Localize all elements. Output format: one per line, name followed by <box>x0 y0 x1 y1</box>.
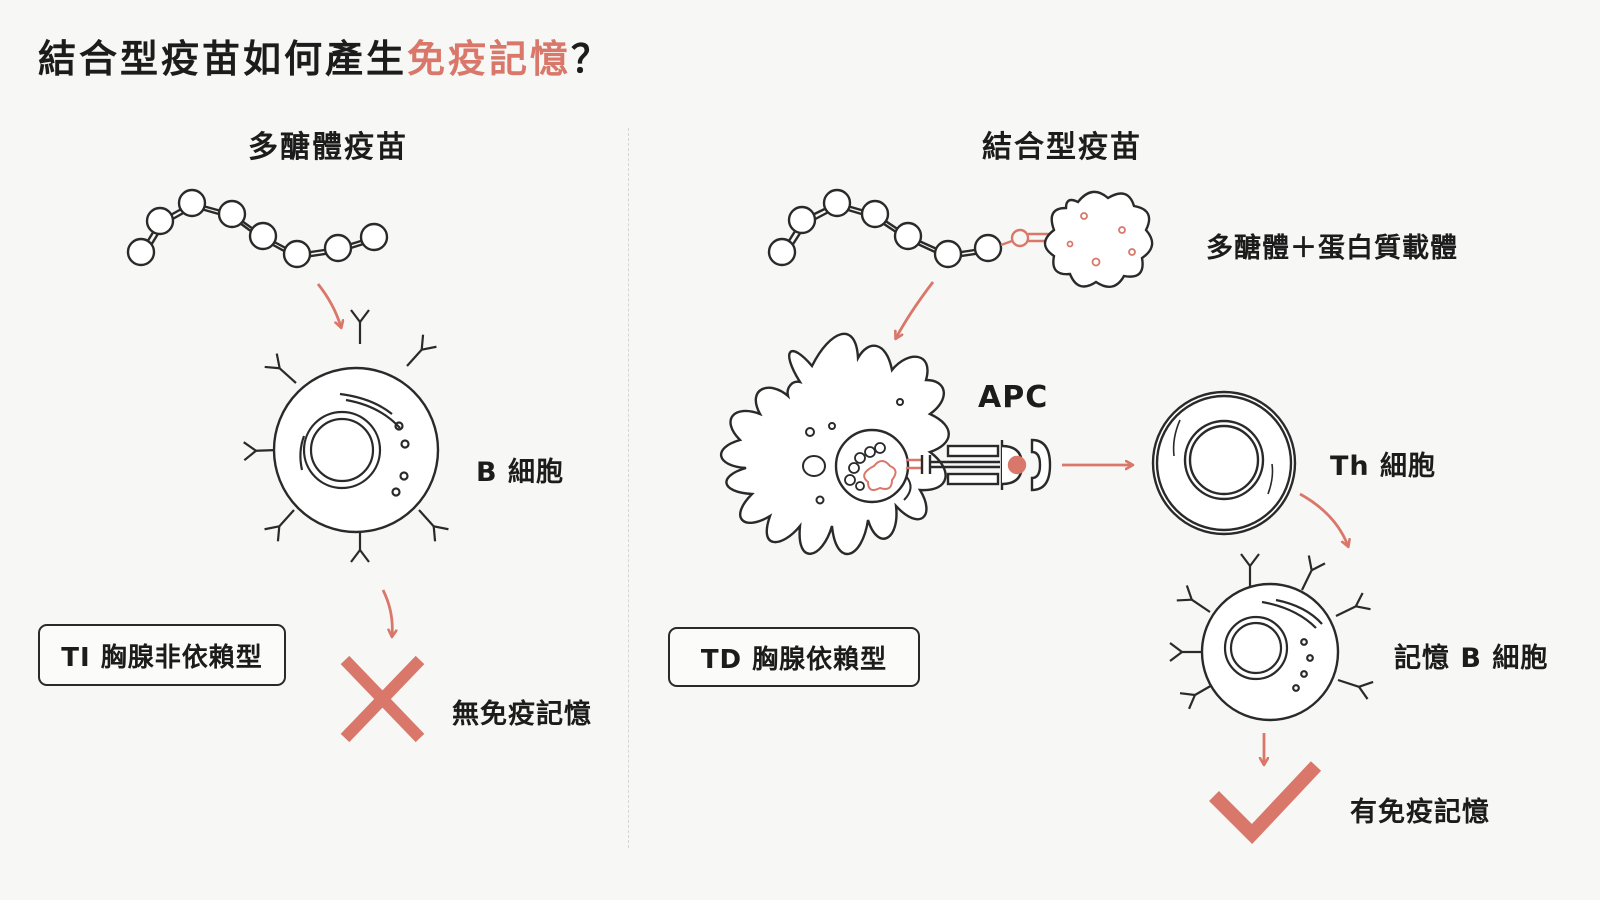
th-cell-icon <box>1151 390 1297 536</box>
right-result-label: 有免疫記憶 <box>1350 797 1490 828</box>
title-suffix: ？ <box>571 37 613 81</box>
title-highlight: 免疫記憶 <box>407 37 572 81</box>
ti-type-label: TI 胸腺非依賴型 <box>61 642 263 673</box>
title-main: 結合型疫苗如何產生 <box>38 37 408 81</box>
protein-carrier-icon <box>1043 190 1154 288</box>
memory-b-cell-icon <box>1168 552 1375 722</box>
mhc-tcr-complex-icon <box>906 438 1052 492</box>
conjugate-label: 多醣體＋蛋白質載體 <box>1206 233 1458 264</box>
arrow-th-to-memory <box>1299 492 1348 546</box>
cross-icon <box>340 655 425 743</box>
arrow-chain-to-bcell <box>316 283 341 327</box>
arrow-conjugate-to-apc <box>896 281 935 338</box>
td-type-box: TD 胸腺依賴型 <box>668 627 920 687</box>
b-cell-label: B 細胞 <box>476 457 564 488</box>
b-cell-icon <box>242 308 450 564</box>
panel-divider <box>628 128 629 848</box>
apc-label: APC <box>978 380 1049 415</box>
check-icon <box>1209 761 1322 845</box>
td-type-label: TD 胸腺依賴型 <box>700 644 888 675</box>
arrow-bcell-to-result <box>381 589 392 636</box>
th-cell-label: Th 細胞 <box>1330 451 1437 482</box>
apc-dendritic-cell-icon <box>719 332 950 556</box>
polysaccharide-chain-right <box>767 188 1003 269</box>
left-result-label: 無免疫記憶 <box>452 699 592 730</box>
page-title: 結合型疫苗如何產生免疫記憶？ <box>38 28 612 83</box>
polysaccharide-chain-left <box>126 188 389 269</box>
memory-b-cell-label: 記憶 B 細胞 <box>1394 643 1549 674</box>
ti-type-box: TI 胸腺非依賴型 <box>38 624 286 686</box>
right-heading: 結合型疫苗 <box>982 130 1142 165</box>
left-heading: 多醣體疫苗 <box>248 130 408 165</box>
